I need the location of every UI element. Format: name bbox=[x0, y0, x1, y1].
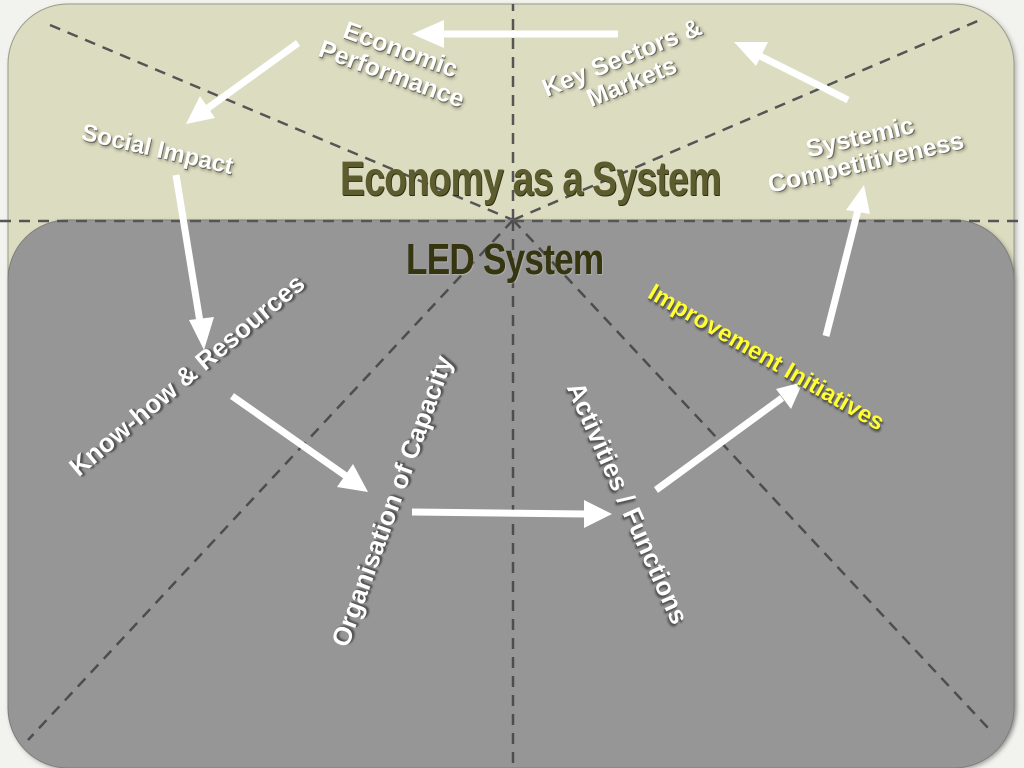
economy-system-title: Economy as a System bbox=[340, 153, 721, 206]
arrow-improvement-to-systemic bbox=[822, 185, 870, 337]
arrow-systemic-to-key-sectors bbox=[734, 42, 850, 104]
led-system-title: LED System bbox=[406, 235, 604, 284]
upper-divider-lines bbox=[49, 4, 981, 222]
arrow-knowhow-to-organisation bbox=[229, 393, 368, 492]
arrow-activities-to-improvement bbox=[653, 382, 803, 493]
lower-divider-lines bbox=[27, 220, 991, 768]
arrow-organisation-to-activities bbox=[411, 500, 612, 528]
led-panel bbox=[7, 219, 1015, 768]
arrow-economic-to-social bbox=[186, 40, 301, 124]
arrow-key-sectors-to-economic bbox=[412, 20, 618, 48]
arrow-social-to-knowhow bbox=[172, 174, 214, 350]
